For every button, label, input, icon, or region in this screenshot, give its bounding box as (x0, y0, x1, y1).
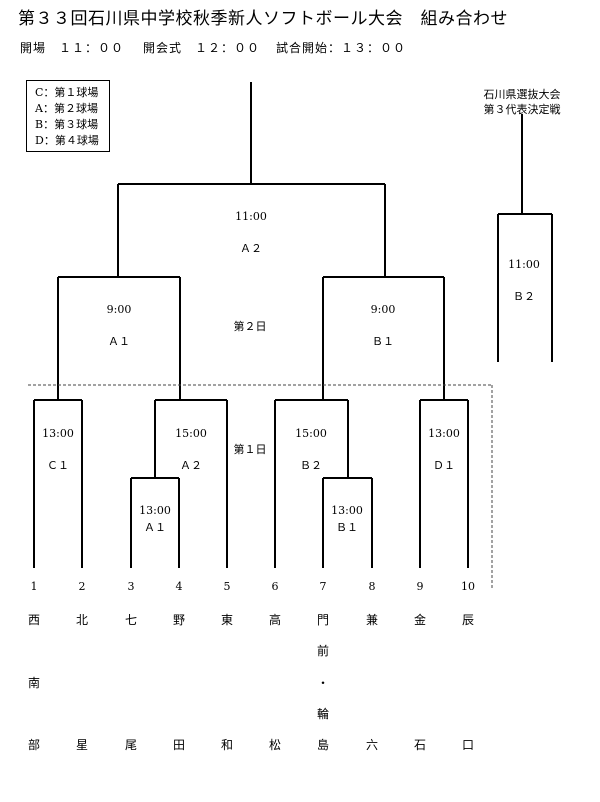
r1-345-venue: Ａ２ (180, 459, 202, 472)
r1-678-time: 15:00 (295, 427, 327, 440)
r1-1-2-time: 13:00 (42, 427, 74, 440)
team-name-char: 六 (365, 738, 379, 752)
team-name-char: 金 (413, 613, 427, 627)
team-number: 1 (30, 580, 38, 593)
team-number: 5 (223, 580, 231, 593)
semi-right-time: 9:00 (370, 303, 396, 316)
team-name-char: 兼 (365, 613, 379, 627)
r1-3-4-time: 13:00 (139, 504, 171, 517)
match-start-time: 試合開始：１３：００ (276, 41, 407, 55)
r1-7-8-time: 13:00 (331, 504, 363, 517)
team-number: 8 (368, 580, 376, 593)
r1-678-venue: Ｂ２ (300, 459, 322, 472)
team-name-char: 野 (172, 613, 186, 627)
field-open-time: 開場 １１：００ (20, 41, 125, 55)
team-number: 3 (127, 580, 135, 593)
team-number: 10 (461, 580, 475, 593)
semi-left-venue: Ａ１ (108, 335, 130, 348)
team-name-char: 西 (27, 613, 41, 627)
team-name-char: 田 (172, 738, 186, 752)
side-title-line1: 石川県選抜大会 (483, 88, 561, 101)
venue-legend: C：第１球場 A：第２球場 B：第３球場 D：第４球場 (26, 80, 110, 152)
team-name-char: 門 (316, 613, 330, 627)
side-venue: Ｂ２ (513, 290, 535, 303)
team-number: 9 (416, 580, 424, 593)
semi-left-time: 9:00 (106, 303, 132, 316)
page-title: 第３３回石川県中学校秋季新人ソフトボール大会 組み合わせ (18, 9, 508, 29)
team-name-char: 前 (316, 644, 330, 658)
r1-3-4-venue: Ａ１ (144, 521, 166, 534)
team-number: 7 (319, 580, 327, 593)
team-name-char: 辰 (461, 613, 475, 627)
opening-ceremony-time: 開会式 １２：００ (143, 41, 261, 55)
r1-9-10-venue: Ｄ１ (433, 459, 455, 472)
team-name-char: 七 (124, 613, 138, 627)
team-name-char: 輪 (316, 707, 330, 721)
legend-item: D：第４球場 (35, 134, 99, 147)
team-number: 2 (78, 580, 86, 593)
day1-label: 第１日 (233, 443, 267, 456)
team-name-char: 島 (316, 738, 330, 752)
team-name-char: 高 (268, 613, 282, 627)
team-number: 4 (175, 580, 183, 593)
team-name-char: 松 (268, 738, 282, 752)
legend-item: A：第２球場 (35, 102, 98, 115)
r1-9-10-time: 13:00 (428, 427, 460, 440)
legend-item: C：第１球場 (35, 86, 99, 99)
final-time: 11:00 (235, 210, 267, 223)
team-name-char: ・ (316, 676, 330, 690)
r1-7-8-venue: Ｂ１ (336, 521, 358, 534)
team-name-char: 口 (461, 738, 475, 752)
team-number: 6 (271, 580, 279, 593)
r1-1-2-venue: Ｃ１ (47, 459, 69, 472)
legend-item: B：第３球場 (35, 118, 99, 131)
team-name-char: 東 (220, 613, 234, 627)
team-name-char: 尾 (124, 738, 138, 752)
r1-345-time: 15:00 (175, 427, 207, 440)
day2-label: 第２日 (233, 320, 267, 333)
team-name-char: 部 (27, 738, 41, 752)
semi-right-venue: Ｂ１ (372, 335, 394, 348)
side-time: 11:00 (508, 258, 540, 271)
team-name-char: 和 (220, 738, 234, 752)
team-name-char: 南 (27, 676, 41, 690)
team-name-char: 北 (75, 613, 89, 627)
side-title-line2: 第３代表決定戦 (483, 103, 561, 116)
final-venue: Ａ２ (240, 242, 262, 255)
team-name-char: 星 (75, 738, 89, 752)
team-name-char: 石 (413, 738, 427, 752)
